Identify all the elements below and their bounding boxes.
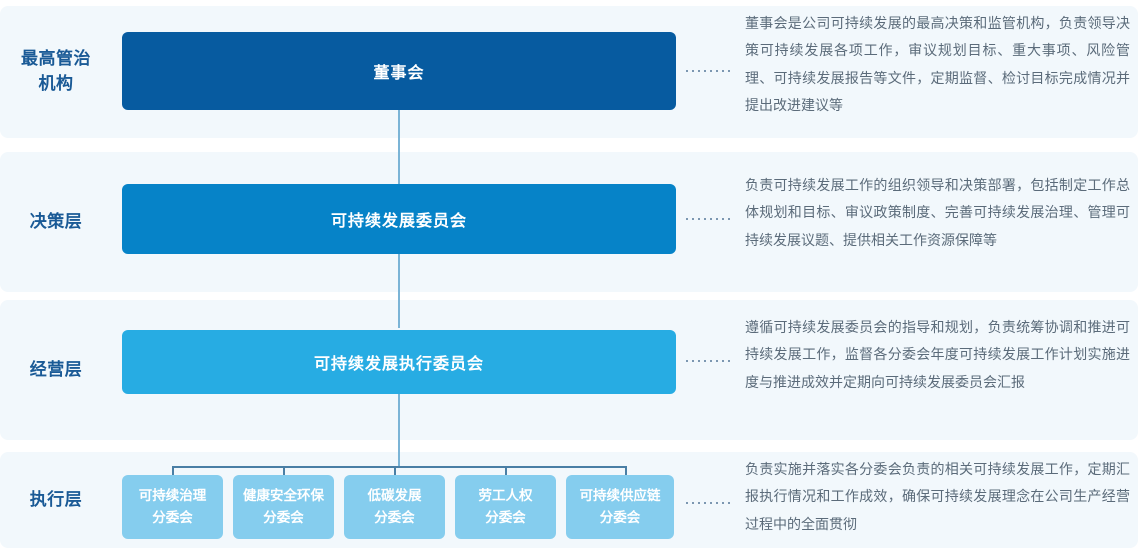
dotted-connector-row-3 [684, 360, 732, 362]
box-subcommittee-labor-human-rights[interactable]: 劳工人权 分委会 [455, 475, 556, 539]
subcommittee-line-1: 可持续治理 [138, 488, 207, 504]
description-management: 遵循可持续发展委员会的指导和规划，负责统筹协调和推进可持续发展工作，监督各分委会… [745, 319, 1130, 390]
connector-line-board-to-committee [398, 110, 400, 184]
connector-drop-3 [394, 466, 396, 480]
subcommittee-line-1: 劳工人权 [478, 488, 533, 504]
description-decision: 负责可持续发展工作的组织领导和决策部署，包括制定工作总体规划和目标、审议政策制度… [745, 177, 1130, 248]
box-subcommittee-sustainable-supply-chain[interactable]: 可持续供应链 分委会 [566, 475, 674, 539]
layer-label-top-governance: 最高管治 机构 [21, 49, 91, 93]
connector-line-executive-to-subcommittees [398, 394, 400, 466]
subcommittee-line-2: 分委会 [485, 510, 526, 525]
connector-drop-5 [625, 466, 627, 480]
subcommittee-line-1: 可持续供应链 [579, 488, 661, 504]
dotted-connector-row-2 [684, 218, 732, 220]
box-sustainability-committee[interactable]: 可持续发展委员会 [122, 184, 676, 254]
box-sustainability-executive-committee[interactable]: 可持续发展执行委员会 [122, 330, 676, 394]
layer-label-execution: 执行层 [29, 489, 83, 509]
description-top-governance: 董事会是公司可持续发展的最高决策和监管机构，负责领导决策可持续发展各项工作，审议… [745, 15, 1130, 113]
connector-drop-4 [505, 466, 507, 480]
connector-drop-1 [172, 466, 174, 480]
subcommittee-line-1: 低碳发展 [367, 488, 422, 504]
subcommittee-line-2: 分委会 [374, 510, 415, 525]
layer-label-management: 经营层 [29, 359, 83, 379]
box-subcommittee-health-safety-environment[interactable]: 健康安全环保 分委会 [233, 475, 334, 539]
box-board-of-directors[interactable]: 董事会 [122, 32, 676, 110]
connector-line-committee-to-executive [398, 254, 400, 328]
subcommittee-line-2: 分委会 [152, 510, 193, 525]
subcommittee-line-1: 健康安全环保 [243, 488, 324, 504]
subcommittee-line-2: 分委会 [599, 510, 641, 525]
dotted-connector-row-1 [684, 70, 732, 72]
dotted-connector-row-4 [684, 502, 732, 504]
layer-label-decision: 决策层 [29, 211, 83, 231]
box-subcommittee-sustainable-governance[interactable]: 可持续治理 分委会 [122, 475, 223, 539]
box-subcommittee-low-carbon-development[interactable]: 低碳发展 分委会 [344, 475, 445, 539]
connector-drop-2 [283, 466, 285, 480]
connector-bus-subcommittees [172, 466, 625, 468]
description-execution: 负责实施并落实各分委会负责的相关可持续发展工作，定期汇报执行情况和工作成效，确保… [745, 461, 1130, 532]
subcommittee-line-2: 分委会 [263, 510, 304, 525]
